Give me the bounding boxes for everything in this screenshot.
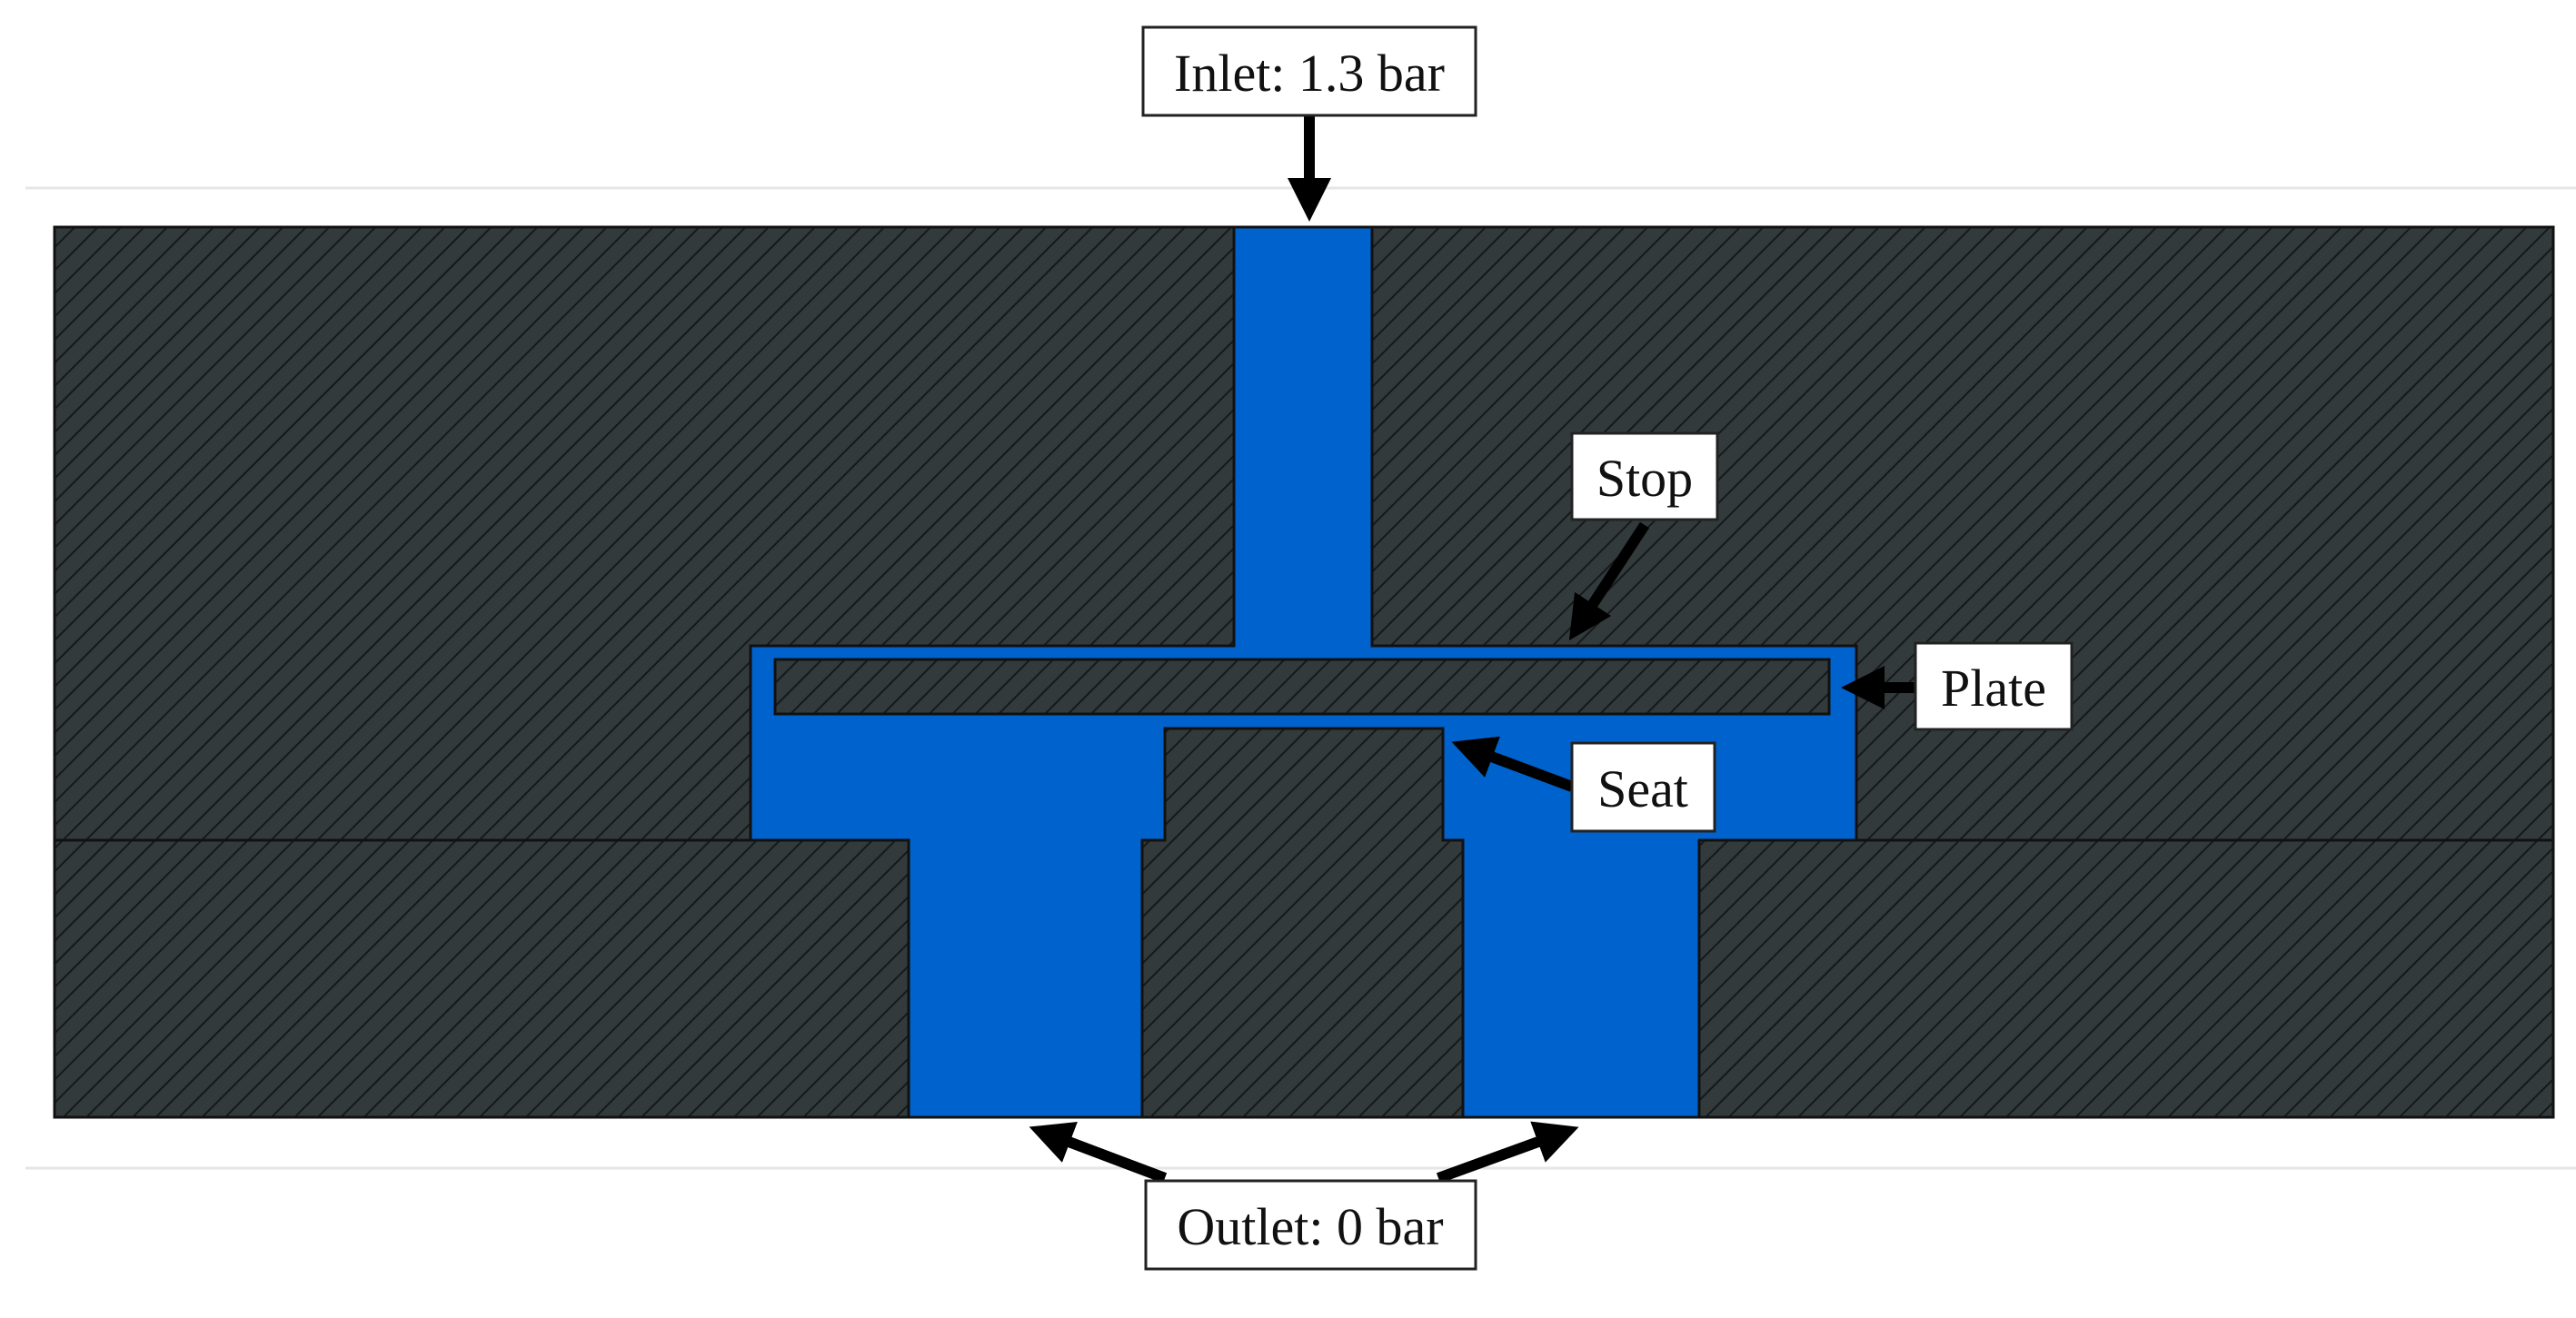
- seat-arrow: [1451, 736, 1575, 792]
- outlet-label-text: Outlet: 0 bar: [1177, 1197, 1443, 1256]
- inlet-label: Inlet: 1.3 bar: [1141, 25, 1477, 117]
- seat: [1140, 727, 1465, 1119]
- plate-label: Plate: [1914, 641, 2074, 731]
- outlet-arrow-right: [1436, 1121, 1579, 1184]
- plate: [773, 658, 1831, 716]
- inlet-label-text: Inlet: 1.3 bar: [1174, 44, 1445, 103]
- plate-label-text: Plate: [1941, 659, 2046, 718]
- stop-arrow: [1568, 521, 1650, 641]
- seat-label: Seat: [1570, 741, 1716, 833]
- seat-label-text: Seat: [1597, 759, 1688, 818]
- outlet-label: Outlet: 0 bar: [1144, 1179, 1477, 1271]
- stop-label: Stop: [1570, 431, 1719, 521]
- stop-label-text: Stop: [1596, 449, 1693, 508]
- outlet-arrow-left: [1029, 1122, 1168, 1184]
